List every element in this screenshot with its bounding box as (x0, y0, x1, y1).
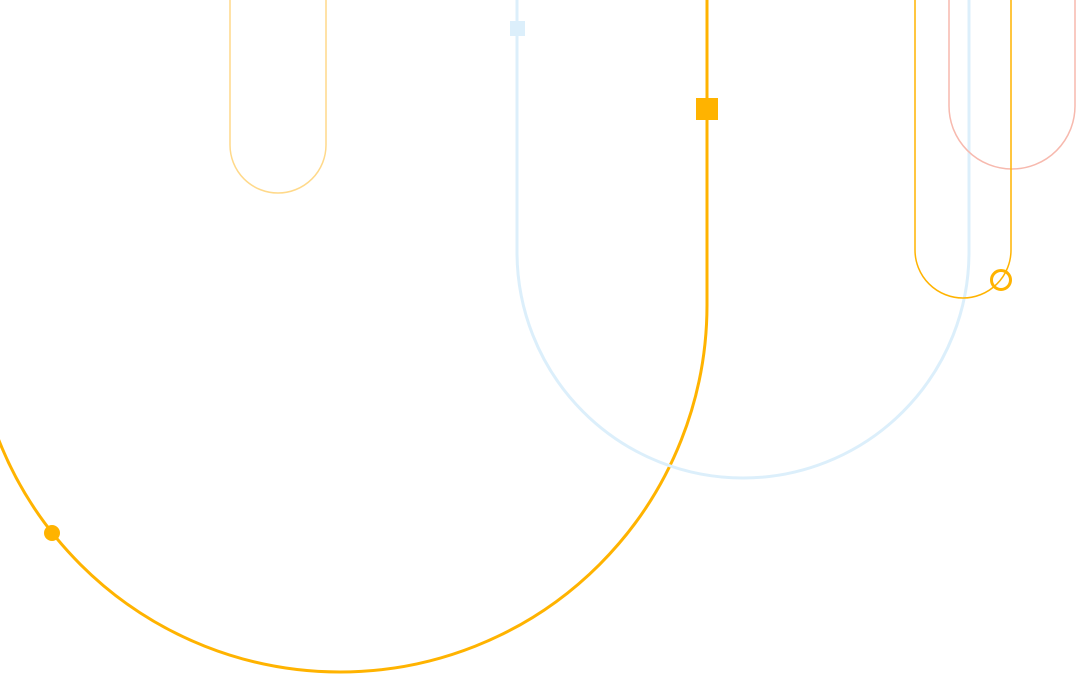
large-yellow-u-curve (0, 0, 709, 674)
light-blue-u-curve (515, 0, 971, 480)
yellow-dot (44, 525, 60, 541)
pink-u-curve (948, 0, 1076, 170)
yellow-square (696, 98, 718, 120)
light-yellow-u-curve (229, 0, 327, 194)
yellow-ring (990, 269, 1012, 291)
light-blue-square (510, 21, 525, 36)
thin-yellow-u-curve (914, 0, 1012, 299)
